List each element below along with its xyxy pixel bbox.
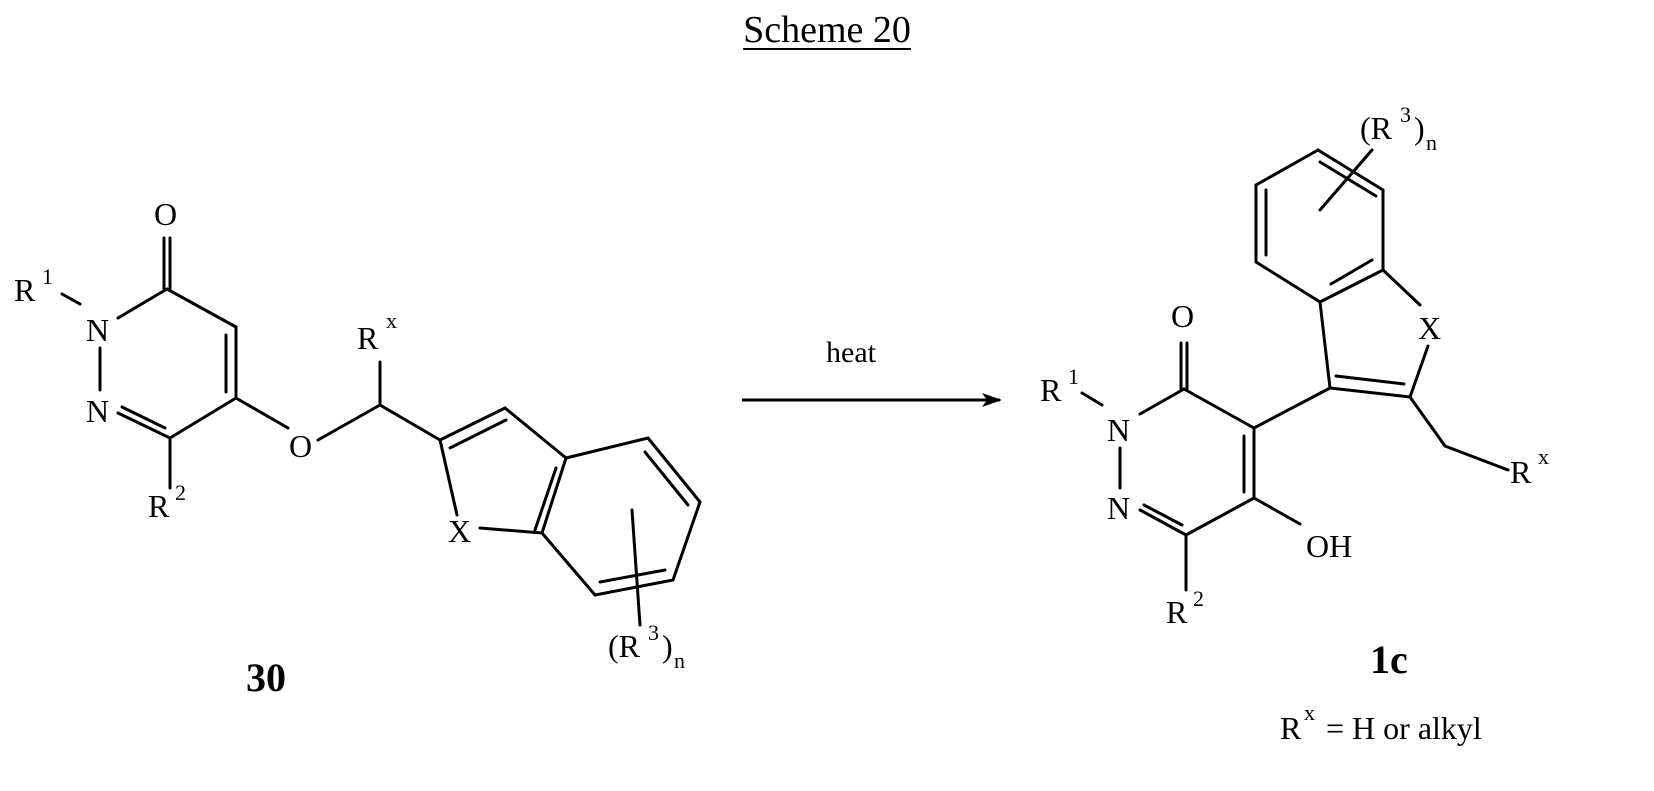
- c1c-rx-superscript: x: [1538, 446, 1549, 468]
- reaction-condition: heat: [826, 338, 876, 368]
- c30-rx-superscript: x: [386, 310, 397, 332]
- c30-carbonyl-oxygen: O: [154, 198, 177, 230]
- c1c-r2-label: R: [1166, 596, 1187, 628]
- c30-r3-subscript: n: [674, 650, 685, 672]
- c30-r3-label: (R: [608, 630, 640, 662]
- compound-30-bonds: [62, 238, 700, 625]
- c1c-hydroxyl: OH: [1306, 530, 1352, 562]
- c30-n1-atom: N: [86, 314, 109, 346]
- c1c-r3-subscript: n: [1426, 132, 1437, 154]
- rx-definition-text: = H or alkyl: [1318, 712, 1482, 744]
- rx-definition-r: R: [1280, 712, 1301, 744]
- c30-r2-label: R: [148, 490, 169, 522]
- c30-r1-superscript: 1: [42, 266, 53, 288]
- c1c-r1-label: R: [1040, 374, 1061, 406]
- c30-x-atom: X: [448, 515, 471, 547]
- c1c-rx-label: R: [1510, 456, 1531, 488]
- c1c-r3-close-paren: ): [1414, 112, 1425, 144]
- c30-r3-close-paren: ): [662, 630, 673, 662]
- c30-r3-superscript: 3: [648, 622, 659, 644]
- compound-1c-label: 1c: [1370, 640, 1408, 680]
- c1c-r3-label: (R: [1360, 112, 1392, 144]
- c30-ether-oxygen: O: [289, 430, 312, 462]
- c1c-n2-atom: N: [1107, 492, 1130, 524]
- c30-rx-label: R: [357, 322, 378, 354]
- c30-r2-superscript: 2: [175, 482, 186, 504]
- compound-1c-bonds: [1082, 150, 1508, 590]
- c1c-x-atom: X: [1418, 312, 1441, 344]
- c1c-n1-atom: N: [1107, 414, 1130, 446]
- rx-definition-superscript: x: [1304, 702, 1315, 724]
- c30-r1-label: R: [14, 274, 35, 306]
- compound-30-label: 30: [246, 658, 286, 698]
- c30-n2-atom: N: [86, 395, 109, 427]
- c1c-r3-superscript: 3: [1400, 104, 1411, 126]
- c1c-r2-superscript: 2: [1193, 588, 1204, 610]
- c1c-r1-superscript: 1: [1068, 366, 1079, 388]
- c1c-carbonyl-oxygen: O: [1171, 300, 1194, 332]
